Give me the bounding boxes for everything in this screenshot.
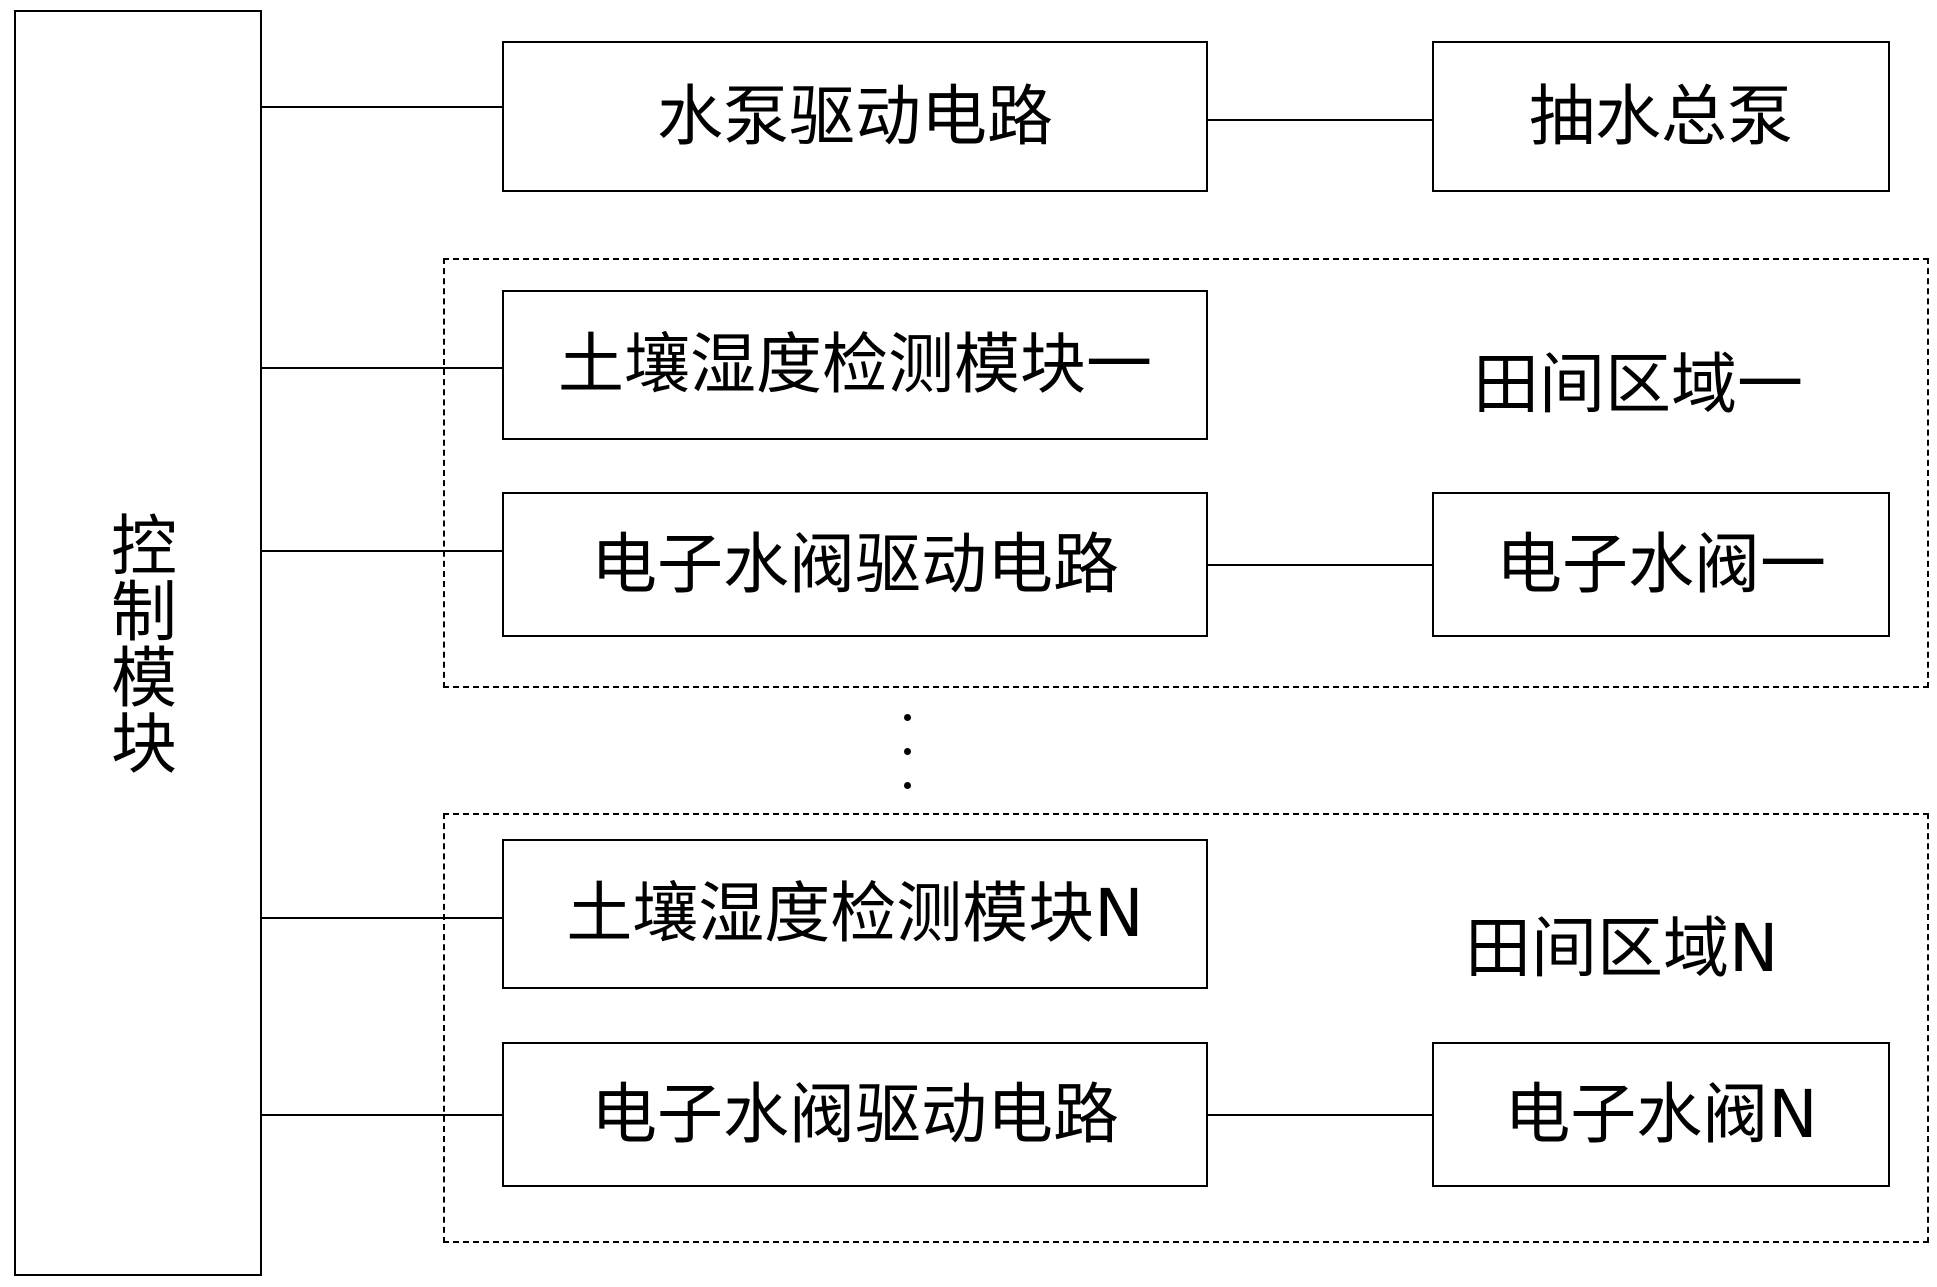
electronic-valve-1-box: 电子水阀一 xyxy=(1432,492,1890,637)
electronic-valve-1-label: 电子水阀一 xyxy=(1496,525,1826,603)
valve-drive-circuit-n-box: 电子水阀驱动电路 xyxy=(502,1042,1208,1187)
control-module-box: 控制模块 xyxy=(14,10,262,1276)
electronic-valve-n-label: 电子水阀N xyxy=(1504,1075,1818,1153)
connector-valve-drive-1-to-valve-1 xyxy=(1208,564,1432,566)
field-region-n-label: 田间区域N xyxy=(1465,910,1779,987)
pump-drive-circuit-box: 水泵驱动电路 xyxy=(502,41,1208,192)
main-pump-label: 抽水总泵 xyxy=(1529,77,1793,155)
ellipsis-dot-1 xyxy=(904,714,911,721)
connector-pump-drive-to-main-pump xyxy=(1208,119,1432,121)
field-region-1 xyxy=(443,258,1929,688)
ellipsis-dot-3 xyxy=(904,782,911,789)
connector-control-to-pump-drive xyxy=(262,106,502,108)
soil-moisture-sensor-1-label: 土壤湿度检测模块一 xyxy=(558,326,1152,403)
connector-control-to-valve-drive-1 xyxy=(262,550,502,552)
soil-moisture-sensor-1-box: 土壤湿度检测模块一 xyxy=(502,290,1208,440)
main-pump-box: 抽水总泵 xyxy=(1432,41,1890,192)
field-region-n xyxy=(443,813,1929,1243)
pump-drive-circuit-label: 水泵驱动电路 xyxy=(657,77,1053,155)
ellipsis-dot-2 xyxy=(904,748,911,755)
soil-moisture-sensor-n-label: 土壤湿度检测模块N xyxy=(566,875,1144,952)
valve-drive-circuit-1-label: 电子水阀驱动电路 xyxy=(591,525,1119,603)
control-module-label: 控制模块 xyxy=(100,511,177,775)
connector-control-to-sensor-n xyxy=(262,917,502,919)
field-region-1-label: 田间区域一 xyxy=(1473,346,1803,423)
valve-drive-circuit-1-box: 电子水阀驱动电路 xyxy=(502,492,1208,637)
electronic-valve-n-box: 电子水阀N xyxy=(1432,1042,1890,1187)
valve-drive-circuit-n-label: 电子水阀驱动电路 xyxy=(591,1075,1119,1153)
connector-control-to-valve-drive-n xyxy=(262,1114,502,1116)
connector-control-to-sensor-1 xyxy=(262,367,502,369)
soil-moisture-sensor-n-box: 土壤湿度检测模块N xyxy=(502,839,1208,989)
connector-valve-drive-n-to-valve-n xyxy=(1208,1114,1432,1116)
